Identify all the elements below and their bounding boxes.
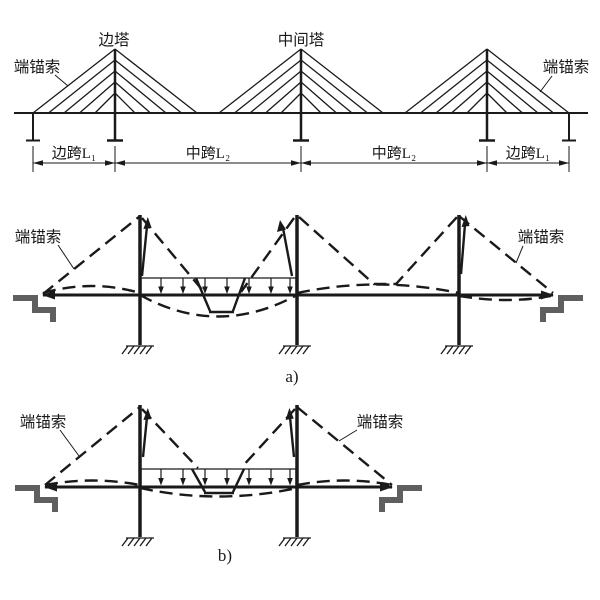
b-deflection-trapezoid [190,468,246,495]
dim-side-span-left: 边跨L₁ [52,145,96,162]
b-load-arrowheads [158,478,293,486]
b-leader-right [338,429,358,442]
a-caption: a) [285,367,298,386]
a-load-arrowheads [158,286,293,294]
b-leader-left [59,429,80,457]
a-deflection-trapezoid [194,277,247,314]
top-elevation [14,48,588,172]
dim-mid-span-right: 中跨L₂ [372,145,416,162]
end-supports [26,113,576,142]
a-label-end-anchor-left: 端锚索 [15,228,62,246]
label-middle-tower: 中间塔 [278,31,325,49]
a-dashed-lines [42,215,554,318]
leader-top-left [54,74,69,87]
b-ground-hatch [121,537,311,547]
b-abutment-right [379,485,422,512]
a-leader-right [515,245,524,264]
b-caption: b) [218,546,232,565]
b-dashed-lines [44,406,393,498]
dim-mid-span-left: 中跨L₂ [186,145,230,162]
deformation-a-labels: 端锚索 端锚索 a) [15,228,565,386]
b-tower-arrowheads [143,408,294,420]
towers [107,49,495,142]
deformation-b-labels: 端锚索 端锚索 b) [20,413,404,565]
label-end-anchor-top-left: 端锚索 [14,58,61,76]
a-towers [138,215,461,345]
deformation-a [13,215,583,355]
leader-top-right [539,75,553,93]
label-side-tower: 边塔 [98,31,130,49]
a-abutment-right [540,295,583,322]
a-ground-hatch [121,345,473,355]
a-abutment-left [13,295,56,322]
a-leader-left [57,244,75,270]
stay-cables [32,48,570,114]
b-label-end-anchor-left: 端锚索 [20,413,67,431]
deformation-b [15,405,422,547]
b-label-end-anchor-right: 端锚索 [357,413,404,431]
b-tower-arrows [141,416,296,458]
a-load [140,277,297,292]
top-elevation-labels: 端锚索 边塔 中间塔 端锚索 边跨L₁ 中跨L₂ 中跨L₂ 边跨L₁ [14,31,590,162]
b-load [140,468,297,484]
dimension-arrowheads [33,160,569,166]
a-tower-arrows [140,223,467,277]
dim-side-span-right: 边跨L₁ [506,145,550,162]
label-end-anchor-top-right: 端锚索 [543,58,590,76]
b-abutment-left [15,485,58,512]
b-towers [138,405,299,537]
dimension-extension-lines [32,146,570,172]
a-label-end-anchor-right: 端锚索 [518,228,565,246]
